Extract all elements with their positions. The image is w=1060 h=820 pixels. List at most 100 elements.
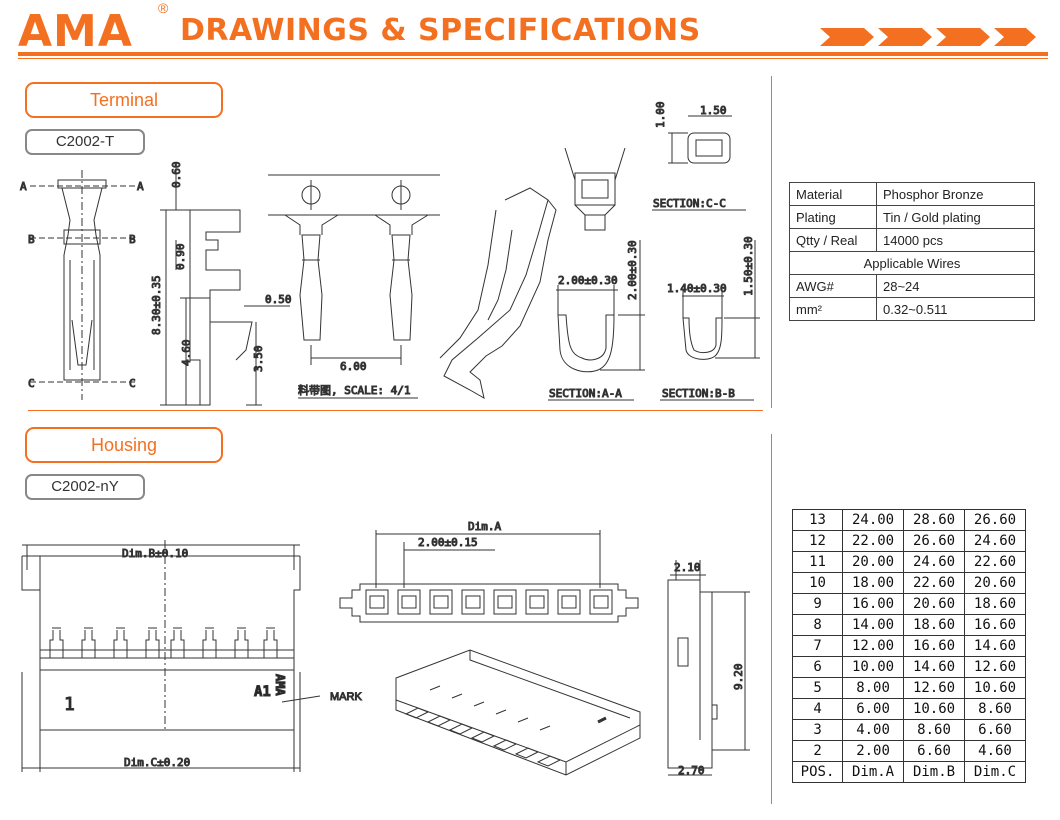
- a1-mark: A1: [254, 684, 271, 700]
- chevron-arrows-icon: [820, 28, 1036, 46]
- terminal-isometric-view: [439, 187, 557, 399]
- spec-value: 14000 pcs: [876, 228, 1035, 252]
- table-cell: 6.60: [903, 740, 965, 762]
- table-cell: 22.00: [842, 530, 905, 552]
- scale-note: 料带图, SCALE: 4/1: [298, 383, 410, 397]
- mark-label: MARK: [330, 691, 362, 703]
- table-cell: 28.60: [903, 509, 965, 531]
- table-cell: 5: [791, 677, 844, 699]
- brand-logo: AMA: [18, 6, 133, 57]
- spec-row: mm² 0.32~0.511: [789, 297, 1035, 321]
- table-cell: 8.60: [903, 719, 965, 741]
- table-cell: 6.60: [964, 719, 1026, 741]
- table-cell: 8: [791, 614, 844, 636]
- dim-270: 2.70: [678, 764, 705, 777]
- dim-210: 2.10: [674, 561, 701, 574]
- spec-label: AWG#: [789, 274, 877, 298]
- table-cell: 8.60: [964, 698, 1026, 720]
- table-cell: 26.60: [964, 509, 1026, 531]
- dim-920: 9.20: [732, 664, 745, 691]
- spec-table: Material Phosphor Bronze Plating Tin / G…: [789, 182, 1035, 321]
- dim-sa-h: 2.00±0.30: [626, 240, 639, 300]
- dim-350: 3.50: [252, 346, 265, 373]
- marker-a-left: A: [20, 180, 27, 193]
- terminal-side-view: [160, 168, 290, 406]
- marker-c-left: C: [28, 377, 35, 390]
- pin-one-label: 1: [64, 694, 75, 715]
- table-cell: 4.60: [964, 740, 1026, 762]
- table-cell: 22.60: [964, 551, 1026, 573]
- spec-label: Material: [789, 182, 877, 206]
- dim-sc-w: 1.50: [700, 104, 727, 117]
- housing-part-number: C2002-nY: [25, 474, 145, 500]
- column-header: Dim.A: [842, 761, 905, 783]
- dim-a: Dim.A: [468, 520, 501, 533]
- marker-c-right: C: [129, 377, 136, 390]
- table-cell: 9: [791, 593, 844, 615]
- table-cell: 12.60: [964, 656, 1026, 678]
- spec-label: Plating: [789, 205, 877, 229]
- marker-a-right: A: [137, 180, 144, 193]
- housing-front-view: [21, 540, 321, 772]
- table-cell: 18.00: [842, 572, 905, 594]
- table-cell: 10.00: [842, 656, 905, 678]
- dim-pitch: 2.00±0.15: [418, 536, 478, 549]
- dim-050: 0.50: [265, 293, 292, 306]
- section-c-c: [564, 115, 746, 231]
- terminal-drawing: A A B B C C 8.30±0.35 0.60 0.90 4.60 3.5…: [20, 101, 760, 406]
- dim-sb-w: 1.40±0.30: [667, 282, 727, 295]
- dim-sa-w: 2.00±0.30: [558, 274, 618, 287]
- table-cell: 20.60: [903, 593, 965, 615]
- table-cell: 4: [791, 698, 844, 720]
- ama-mark: AMA: [273, 674, 287, 696]
- table-cell: 10.60: [903, 698, 965, 720]
- table-cell: 2: [791, 740, 844, 762]
- table-cell: 7: [791, 635, 844, 657]
- table-cell: 20.00: [842, 551, 905, 573]
- section-a-label: SECTION:A-A: [549, 387, 622, 400]
- spec-value: 0.32~0.511: [876, 297, 1035, 321]
- table-cell: 18.60: [903, 614, 965, 636]
- table-cell: 2.00: [842, 740, 905, 762]
- housing-pins: [49, 627, 278, 658]
- terminal-section-label: Terminal: [25, 82, 223, 118]
- table-cell: 18.60: [964, 593, 1026, 615]
- table-cell: 12.00: [842, 635, 905, 657]
- housing-section-label: Housing: [25, 427, 223, 463]
- column-header: POS.: [791, 761, 844, 783]
- spec-row: Plating Tin / Gold plating: [789, 205, 1035, 229]
- table-cell: 14.60: [903, 656, 965, 678]
- terminal-carrier-strip: [268, 174, 440, 399]
- spec-value: Tin / Gold plating: [876, 205, 1035, 229]
- dim-sb-h: 1.50±0.30: [742, 236, 755, 296]
- table-cell: 10.60: [964, 677, 1026, 699]
- table-cell: 20.60: [964, 572, 1026, 594]
- table-cell: 24.60: [964, 530, 1026, 552]
- terminal-front-view: [30, 170, 135, 400]
- table-cell: 16.60: [964, 614, 1026, 636]
- header-rule-thin: [18, 58, 1048, 59]
- table-cell: 16.00: [842, 593, 905, 615]
- column-header: Dim.B: [903, 761, 965, 783]
- section-a-a: [548, 240, 645, 401]
- housing-side-view: [667, 560, 750, 776]
- dim-600: 6.00: [340, 360, 367, 373]
- dim-460: 4.60: [180, 340, 193, 367]
- marker-b-right: B: [129, 233, 136, 246]
- registered-mark: ®: [158, 0, 169, 16]
- table-cell: 24.00: [842, 509, 905, 531]
- table-cell: 10: [791, 572, 844, 594]
- table-cell: 13: [791, 509, 844, 531]
- table-cell: 3: [791, 719, 844, 741]
- table-cell: 6: [791, 656, 844, 678]
